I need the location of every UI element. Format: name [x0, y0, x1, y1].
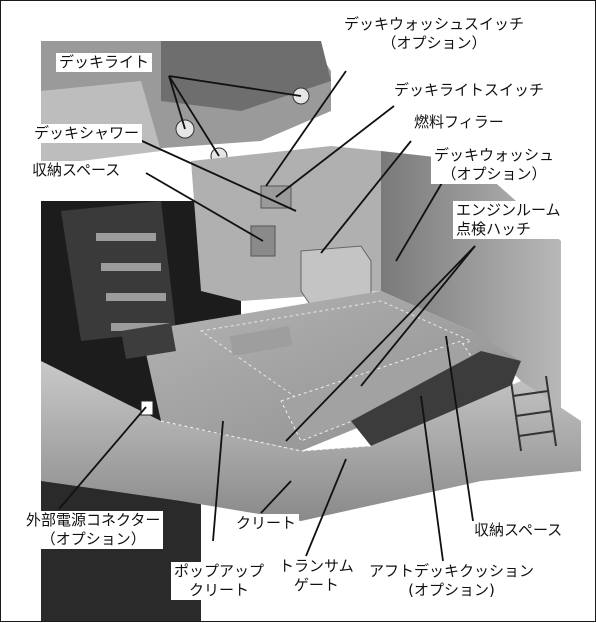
shore-power-socket [140, 400, 154, 416]
engine-hatch-outline [280, 340, 482, 442]
label-deck-wash-switch: デッキウォッシュスイッチ （オプション） [341, 15, 528, 53]
deck-hatch-small [229, 325, 293, 357]
label-engine-hatch-line2: 点検ハッチ [456, 220, 532, 238]
label-storage-lower: 収納スペース [471, 521, 566, 540]
label-engine-hatch: エンジンルーム 点検ハッチ [453, 201, 564, 239]
stern-ladder [510, 375, 557, 452]
label-popup-cleat-line2: クリート [189, 581, 250, 599]
label-popup-cleat-line1: ポップアップ [174, 562, 265, 580]
transom-hull [41, 361, 581, 521]
label-deck-light: デッキライト [56, 53, 153, 72]
label-storage-upper: 収納スペース [29, 161, 124, 180]
label-cleat: クリート [233, 514, 300, 533]
label-deck-wash: デッキウォッシュ （オプション） [431, 146, 558, 184]
label-popup-cleat: ポップアップ クリート [171, 562, 268, 600]
label-shore-power: 外部電源コネクター （オプション） [23, 511, 164, 549]
label-transom-gate-line1: トランサム [279, 557, 354, 575]
leader-lines [58, 70, 476, 562]
label-aft-cushion-line1: アフトデッキクッション [369, 562, 535, 580]
label-deck-wash-switch-line1: デッキウォッシュスイッチ [344, 15, 525, 33]
label-fuel-filler: 燃料フィラー [411, 113, 507, 132]
cockpit-deck [141, 291, 521, 451]
label-deck-wash-switch-line2: （オプション） [381, 34, 487, 52]
label-deck-wash-line2: （オプション） [441, 165, 547, 183]
label-transom-gate: トランサム ゲート [276, 557, 357, 595]
label-deck-shower: デッキシャワー [31, 124, 143, 143]
label-aft-cushion-line2: (オプション) [408, 581, 495, 599]
swim-step [121, 323, 176, 359]
label-shore-power-line2: （オプション） [40, 530, 146, 548]
label-shore-power-line1: 外部電源コネクター [26, 511, 161, 529]
ladder [61, 201, 176, 341]
label-deck-light-switch: デッキライトスイッチ [391, 81, 548, 100]
deck-seams [199, 300, 473, 402]
flybridge-rail [41, 81, 161, 166]
label-transom-gate-line2: ゲート [293, 576, 339, 594]
aft-cushion [351, 351, 521, 446]
label-engine-hatch-line1: エンジンルーム [456, 201, 561, 219]
label-deck-wash-line1: デッキウォッシュ [434, 146, 555, 164]
label-aft-cushion: アフトデッキクッション (オプション) [366, 562, 538, 600]
